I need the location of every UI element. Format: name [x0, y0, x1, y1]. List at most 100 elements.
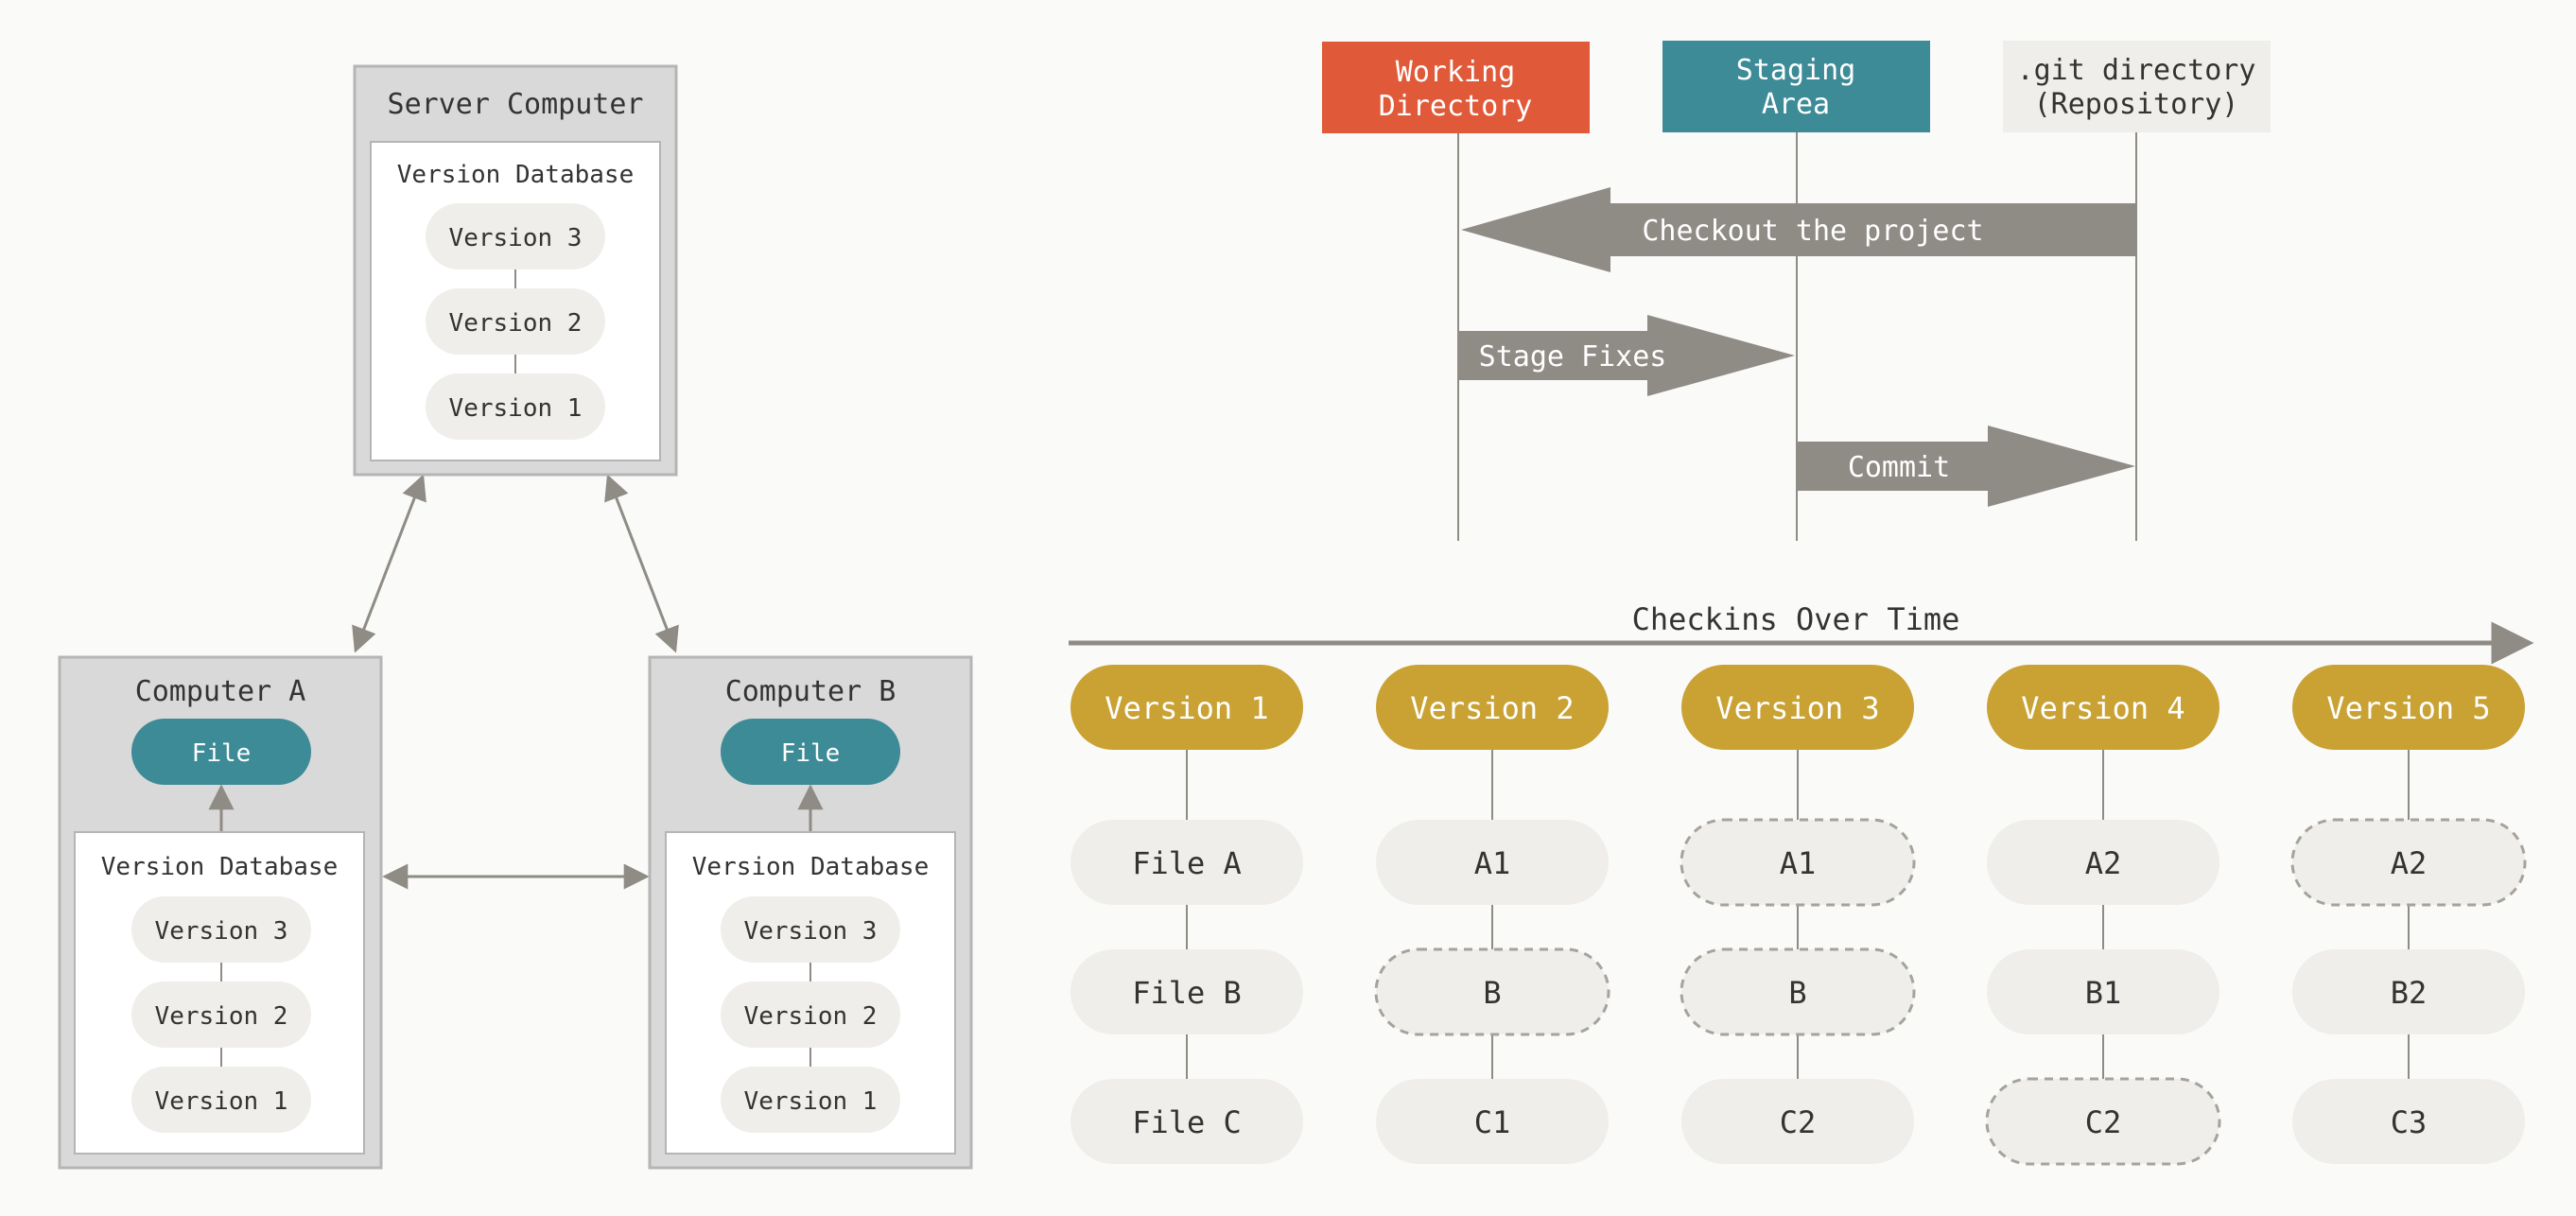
server-computer: Server Computer Version Database Version…: [353, 64, 678, 477]
server-to-computer-a-arrow: [352, 474, 426, 653]
version-pill: [1070, 665, 1303, 750]
file-label: C2: [2085, 1104, 2122, 1140]
checkin-column-1: Version 1 File A File B File C: [1070, 665, 1303, 1164]
file-pill: [1681, 1079, 1914, 1164]
unchanged-file-pill: [1374, 947, 1610, 1036]
repository-header: [2003, 41, 2271, 132]
computer-b-version-2-pill: [721, 981, 900, 1048]
computer-a-version-3-pill: [131, 896, 311, 963]
file-label: File C: [1132, 1104, 1242, 1140]
version-label: Version 4: [2021, 690, 2184, 726]
computer-b-version-3-label: Version 3: [744, 917, 878, 946]
checkins-over-time-diagram: Checkins Over Time Version 1 File A File B…: [1069, 601, 2534, 1166]
computer-b: Computer B File Version Database Version…: [648, 655, 973, 1170]
computer-a-version-2-label: Version 2: [155, 1002, 288, 1031]
file-pill: [1376, 1079, 1609, 1164]
checkout-the-project-arrow: [1461, 187, 2136, 272]
computer-b-file-pill: [721, 719, 900, 785]
server-version-2-pill: [426, 288, 605, 355]
server-version-3-label: Version 3: [449, 224, 583, 252]
computer-b-title: Computer B: [725, 675, 896, 708]
server-to-computer-b-arrow: [604, 474, 679, 653]
working-directory-label-line-2: Directory: [1379, 90, 1533, 123]
computer-a-version-2-pill: [131, 981, 311, 1048]
server-version-2-label: Version 2: [449, 309, 583, 338]
computer-b-version-1-pill: [721, 1067, 900, 1133]
file-label: C1: [1474, 1104, 1511, 1140]
repository-label-line-2: (Repository): [2034, 88, 2239, 121]
working-directory-header: [1322, 42, 1590, 133]
server-version-1-label: Version 1: [449, 394, 583, 423]
file-label: A2: [2391, 845, 2428, 881]
commit-arrow: [1797, 426, 2135, 507]
checkin-columns: Version 1 File A File B File C Version 2 A1B C…: [1070, 665, 2527, 1166]
file-pill: [2292, 1079, 2525, 1164]
server-version-database-label: Version Database: [397, 161, 634, 189]
file-pill: [1376, 820, 1609, 905]
unchanged-file-pill: [1680, 947, 1916, 1036]
file-label: A1: [1474, 845, 1511, 881]
file-pill: [1070, 820, 1303, 905]
version-label: Version 2: [1410, 690, 1574, 726]
centralized-vcs-diagram: Server Computer Version Database Version…: [58, 64, 973, 1170]
computer-a-version-1-pill: [131, 1067, 311, 1133]
file-label: C2: [1780, 1104, 1817, 1140]
version-label: Version 5: [2326, 690, 2490, 726]
git-workflow-diagram: Working Directory Staging Area .git dire…: [1322, 41, 2271, 541]
file-pill: [1987, 820, 2219, 905]
computer-b-version-2-label: Version 2: [744, 1002, 878, 1031]
server-version-3-pill: [426, 203, 605, 269]
checkout-the-project-label: Checkout the project: [1642, 215, 1983, 248]
file-label: B1: [2085, 975, 2122, 1011]
computer-b-version-3-pill: [721, 896, 900, 963]
file-pill: [2292, 949, 2525, 1034]
file-label: C3: [2391, 1104, 2428, 1140]
stage-fixes-arrow: [1458, 315, 1795, 396]
computer-a-file-label: File: [192, 739, 252, 768]
checkin-column-3: Version 3 A1B C2: [1680, 665, 1916, 1164]
version-pill: [1987, 665, 2219, 750]
commit-label: Commit: [1848, 451, 1950, 484]
computer-b-version-database-label: Version Database: [692, 853, 929, 881]
computer-a: Computer A File Version Database Version…: [58, 655, 383, 1170]
sync-arrows: [352, 474, 679, 890]
working-directory-label-line-1: Working: [1396, 56, 1515, 89]
file-pill: [1987, 949, 2219, 1034]
unchanged-file-pill: [1680, 818, 1916, 907]
file-label: File A: [1132, 845, 1242, 881]
server-computer-title: Server Computer: [388, 88, 644, 121]
version-pill: [1376, 665, 1609, 750]
checkins-over-time-title: Checkins Over Time: [1632, 601, 1960, 637]
computer-a-version-1-label: Version 1: [155, 1087, 288, 1116]
checkin-column-2: Version 2 A1B C1: [1374, 665, 1610, 1164]
computer-a-version-database-label: Version Database: [101, 853, 338, 881]
file-label: B: [1788, 975, 1806, 1011]
file-label: A2: [2085, 845, 2122, 881]
unchanged-file-pill: [1985, 1077, 2221, 1166]
version-pill: [1681, 665, 1914, 750]
staging-area-label-line-2: Area: [1762, 88, 1830, 121]
server-version-1-pill: [426, 373, 605, 440]
version-pill: [2292, 665, 2525, 750]
computer-b-file-label: File: [781, 739, 841, 768]
staging-area-label-line-1: Staging: [1736, 54, 1855, 87]
file-label: B: [1483, 975, 1501, 1011]
repository-label-line-1: .git directory: [2017, 54, 2256, 87]
stage-fixes-label: Stage Fixes: [1479, 340, 1667, 373]
file-label: File B: [1132, 975, 1242, 1011]
unchanged-file-pill: [2290, 818, 2527, 907]
version-label: Version 3: [1715, 690, 1879, 726]
computer-b-version-1-label: Version 1: [744, 1087, 878, 1116]
computer-a-file-pill: [131, 719, 311, 785]
file-label: A1: [1780, 845, 1817, 881]
version-label: Version 1: [1105, 690, 1268, 726]
file-pill: [1070, 949, 1303, 1034]
computer-a-version-3-label: Version 3: [155, 917, 288, 946]
staging-area-header: [1662, 41, 1930, 132]
file-label: B2: [2391, 975, 2428, 1011]
computer-a-title: Computer A: [135, 675, 306, 708]
file-pill: [1070, 1079, 1303, 1164]
